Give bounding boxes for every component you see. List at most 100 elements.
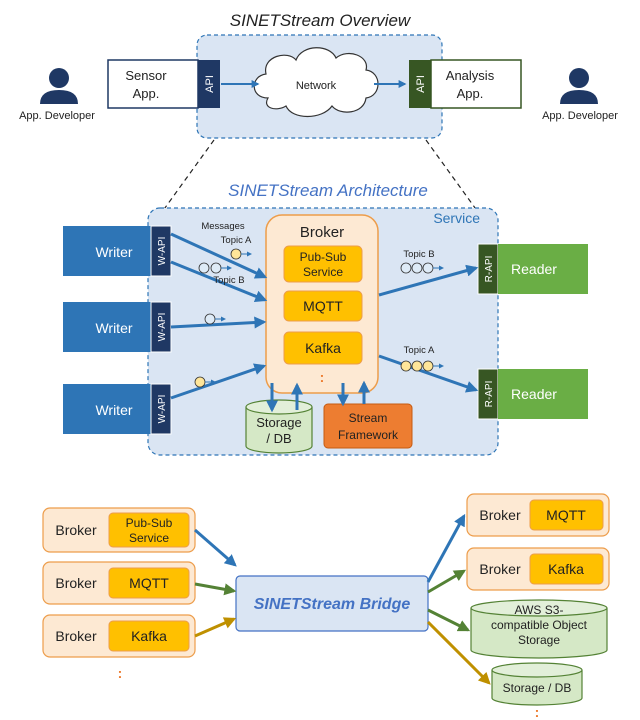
sensor-app-line1: Sensor xyxy=(125,68,167,83)
broker-pubsub: Pub-Sub Service xyxy=(283,245,363,283)
broker-kafka-label: Kafka xyxy=(305,340,341,356)
aws-s3-storage-cylinder: AWS S3- compatible Object Storage xyxy=(470,599,608,659)
reader-1: Reader xyxy=(498,244,588,294)
arrow-w1-a xyxy=(170,232,268,279)
writer-3-label: Writer xyxy=(95,402,132,418)
bridge-right-broker-2-label: Broker xyxy=(479,561,521,577)
bridge-left-broker-3-label: Broker xyxy=(55,628,97,644)
sensor-api-block xyxy=(198,60,220,108)
analysis-app-line1: Analysis xyxy=(446,68,495,83)
topic-a-label-2: Topic A xyxy=(404,345,435,356)
stream-line1: Stream xyxy=(349,411,388,425)
arrow-w2 xyxy=(170,316,267,329)
zoom-line-right xyxy=(425,139,479,213)
message-icon-writer-3 xyxy=(194,376,216,388)
broker-kafka: Kafka xyxy=(283,331,363,365)
arrow-w3 xyxy=(170,363,267,400)
bridge-right-broker-1: Broker MQTT xyxy=(466,493,610,537)
reader-2: Reader xyxy=(498,369,588,419)
bridge-right-ellipsis: : xyxy=(535,704,540,720)
bridge-left-broker-1-label: Broker xyxy=(55,522,97,538)
w-api-1-label: W-API xyxy=(157,237,168,266)
broker-title: Broker xyxy=(300,224,344,241)
bridge-right-broker-1-label: Broker xyxy=(479,507,521,523)
bridge-left-broker-2-svc: MQTT xyxy=(129,575,169,591)
topic-b-label-2: Topic B xyxy=(403,249,434,260)
sensor-app-line2: App. xyxy=(133,86,160,101)
bridge-storage-db-cylinder: Storage / DB xyxy=(491,662,583,706)
storage-db-cylinder: Storage / DB xyxy=(245,399,313,454)
reader-1-label: Reader xyxy=(511,261,557,277)
bridge-right-broker-1-svc: MQTT xyxy=(546,507,586,523)
topic-a-label-1: Topic A xyxy=(221,235,252,246)
r-api-2-label: R-API xyxy=(484,381,495,408)
aws-line3: Storage xyxy=(518,633,560,647)
message-icon-topic-a xyxy=(230,248,252,260)
service-label: Service xyxy=(433,210,480,226)
user-icon-left xyxy=(40,68,78,104)
reader-2-label: Reader xyxy=(511,386,557,402)
aws-line2: compatible Object xyxy=(491,618,588,632)
network-cloud-icon xyxy=(253,47,379,118)
w-api-3-label: W-API xyxy=(157,395,168,424)
zoom-line-left xyxy=(161,139,215,213)
bridge-arrow-in-1 xyxy=(194,528,237,567)
storage-line1: Storage xyxy=(256,415,302,430)
bridge-storage-label: Storage / DB xyxy=(503,681,572,695)
sensor-api-label: API xyxy=(204,75,216,93)
r-api-1-label: R-API xyxy=(484,256,495,283)
analysis-app-box: Analysis App. xyxy=(430,59,522,109)
bridge-title: SINETStream Bridge xyxy=(254,596,411,613)
stream-line2: Framework xyxy=(338,428,399,442)
analysis-api-block xyxy=(409,60,431,108)
bridge-left-ellipsis: : xyxy=(118,665,123,681)
message-icon-reader-1 xyxy=(400,262,444,274)
network-label: Network xyxy=(296,80,337,92)
broker-pubsub-line2: Service xyxy=(303,265,343,279)
bridge-arrow-in-2 xyxy=(194,582,237,596)
bridge-left-broker-1-svc2: Service xyxy=(129,531,169,545)
writer-2: Writer xyxy=(63,302,151,352)
topic-b-label-1: Topic B xyxy=(213,275,244,286)
arrow-w1-b xyxy=(170,260,268,302)
writer-1-label: Writer xyxy=(95,244,132,260)
bridge-left-broker-2-label: Broker xyxy=(55,575,97,591)
messages-label: Messages xyxy=(201,221,245,232)
message-icon-writer-2 xyxy=(204,313,226,325)
writer-2-label: Writer xyxy=(95,320,132,336)
writer-3: Writer xyxy=(63,384,151,434)
bridge-left-broker-1: Broker Pub-Sub Service xyxy=(42,507,196,553)
arrow-r1 xyxy=(378,264,479,297)
bridge-left-broker-3: Broker Kafka xyxy=(42,614,196,658)
broker-ellipsis: : xyxy=(320,369,325,385)
w-api-3 xyxy=(150,383,172,435)
analysis-app-line2: App. xyxy=(457,86,484,101)
broker-mqtt: MQTT xyxy=(283,290,363,322)
broker-mqtt-label: MQTT xyxy=(303,298,343,314)
w-api-2-label: W-API xyxy=(157,313,168,342)
bridge-box: SINETStream Bridge xyxy=(235,575,429,632)
bridge-arrow-out-4 xyxy=(426,620,491,685)
bridge-left-broker-1-svc1: Pub-Sub xyxy=(126,516,173,530)
bridge-right-broker-2: Broker Kafka xyxy=(466,547,610,591)
developer-right-label: App. Developer xyxy=(542,110,618,122)
analysis-api-label: API xyxy=(415,75,427,93)
bridge-left-broker-3-svc: Kafka xyxy=(131,628,167,644)
bridge-right-broker-2-svc: Kafka xyxy=(548,561,584,577)
aws-line1: AWS S3- xyxy=(515,603,564,617)
message-icon-topic-b-1 xyxy=(198,262,232,274)
overview-title: SINETStream Overview xyxy=(230,11,412,30)
storage-line2: / DB xyxy=(266,431,291,446)
architecture-title: SINETStream Architecture xyxy=(228,181,428,200)
writer-1: Writer xyxy=(63,226,151,276)
bridge-arrow-out-1 xyxy=(426,513,466,583)
arrow-r2 xyxy=(378,354,479,393)
bridge-left-broker-2: Broker MQTT xyxy=(42,561,196,605)
developer-left-label: App. Developer xyxy=(19,110,95,122)
w-api-1 xyxy=(150,225,172,277)
broker-pubsub-line1: Pub-Sub xyxy=(300,250,347,264)
stream-framework-box: Stream Framework xyxy=(323,403,413,449)
user-icon-right xyxy=(560,68,598,104)
bridge-arrow-out-2 xyxy=(427,569,467,594)
